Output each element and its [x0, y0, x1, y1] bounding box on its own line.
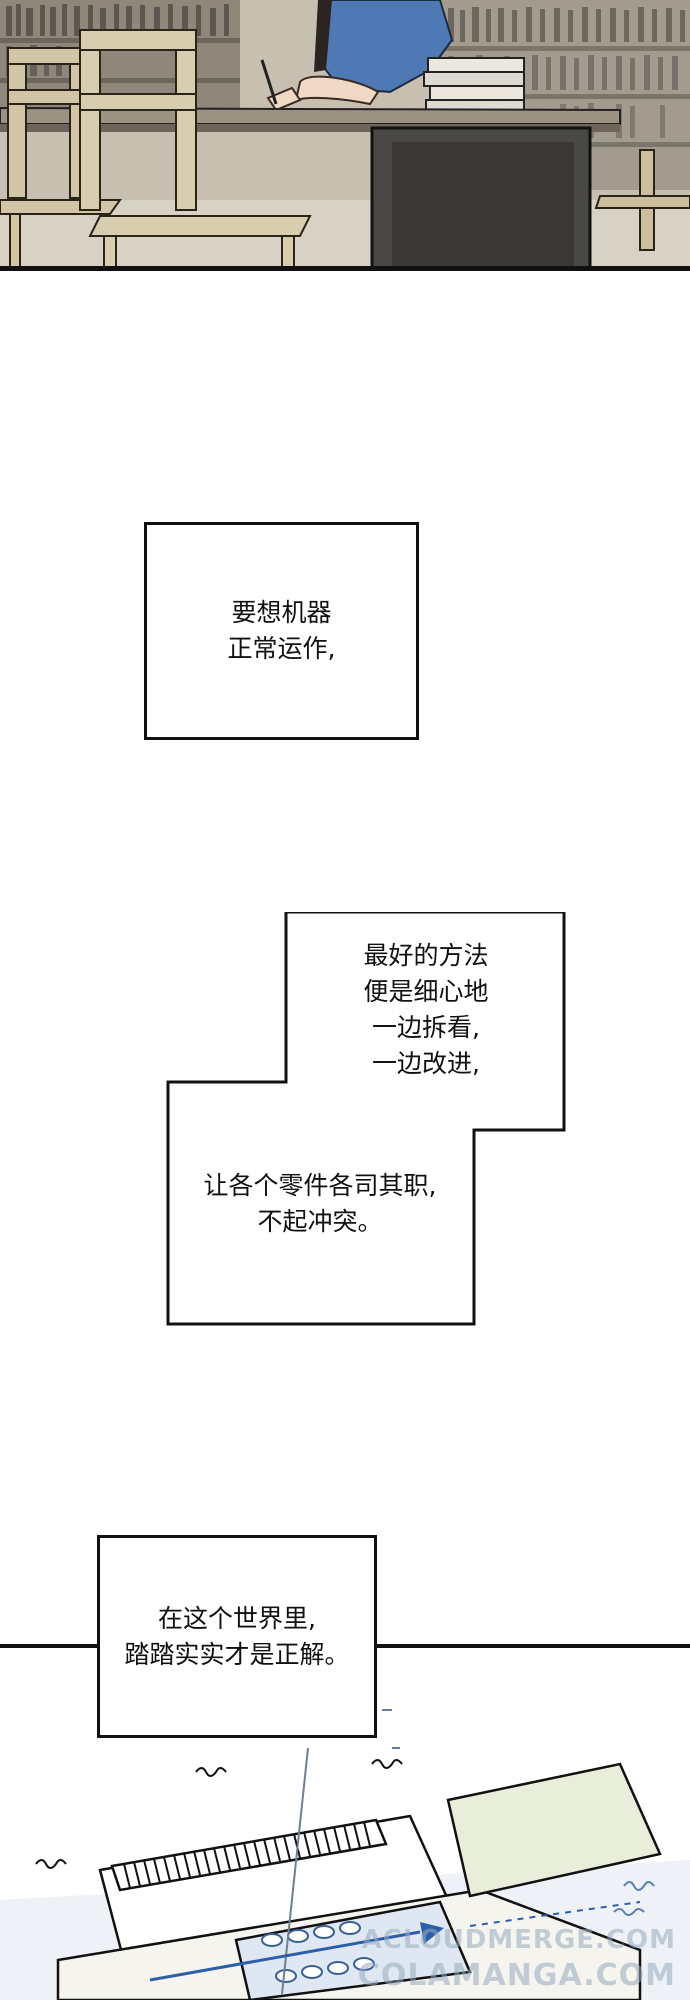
chair-middle: [79, 29, 312, 268]
caption-line: 不起冲突。: [257, 1207, 383, 1236]
library-illustration: [0, 0, 690, 268]
library-panel: [0, 0, 690, 268]
caption-box-3: 在这个世界里, 踏踏实实才是正解。: [97, 1535, 377, 1738]
watermark-line-1: ACLOUDMERGE.COM: [361, 1925, 676, 1955]
caption-line: 一边改进,: [372, 1049, 480, 1078]
caption-line: 最好的方法: [363, 941, 489, 970]
motion-squiggles: [35, 1759, 655, 1916]
caption-line: 一边拆看,: [372, 1013, 480, 1042]
guide-line: [281, 1747, 309, 1995]
tick-marks: [382, 1709, 400, 1749]
control-tray: [234, 1900, 472, 2000]
caption-line: 踏踏实实才是正解。: [124, 1639, 350, 1669]
desk: [0, 106, 621, 268]
caption-line: 正常运作,: [227, 634, 336, 663]
caption-line: 在这个世界里,: [158, 1603, 316, 1633]
panel-border: [0, 266, 690, 271]
caption-box-2-outline: [166, 912, 566, 1326]
caption-box-2: 最好的方法 便是细心地 一边拆看, 一边改进, 让各个零件各司其职, 不起冲突。: [166, 912, 566, 1326]
student-figure: [260, 0, 454, 112]
chair-right: [594, 149, 690, 251]
caption-line: 让各个零件各司其职,: [203, 1171, 437, 1200]
side-panel: [446, 1762, 662, 1898]
book-stack: [423, 57, 525, 113]
caption-line: 便是细心地: [363, 977, 489, 1006]
watermark-line-2: COLAMANGA.COM: [357, 1958, 676, 1993]
caption-box-1: 要想机器 正常运作,: [144, 522, 419, 740]
caption-box-2-top: 最好的方法 便是细心地 一边拆看, 一边改进,: [316, 938, 536, 1082]
caption-box-2-bottom: 让各个零件各司其职, 不起冲突。: [170, 1168, 470, 1240]
direction-arrow: [149, 1901, 641, 1982]
caption-line: 要想机器: [231, 598, 332, 627]
